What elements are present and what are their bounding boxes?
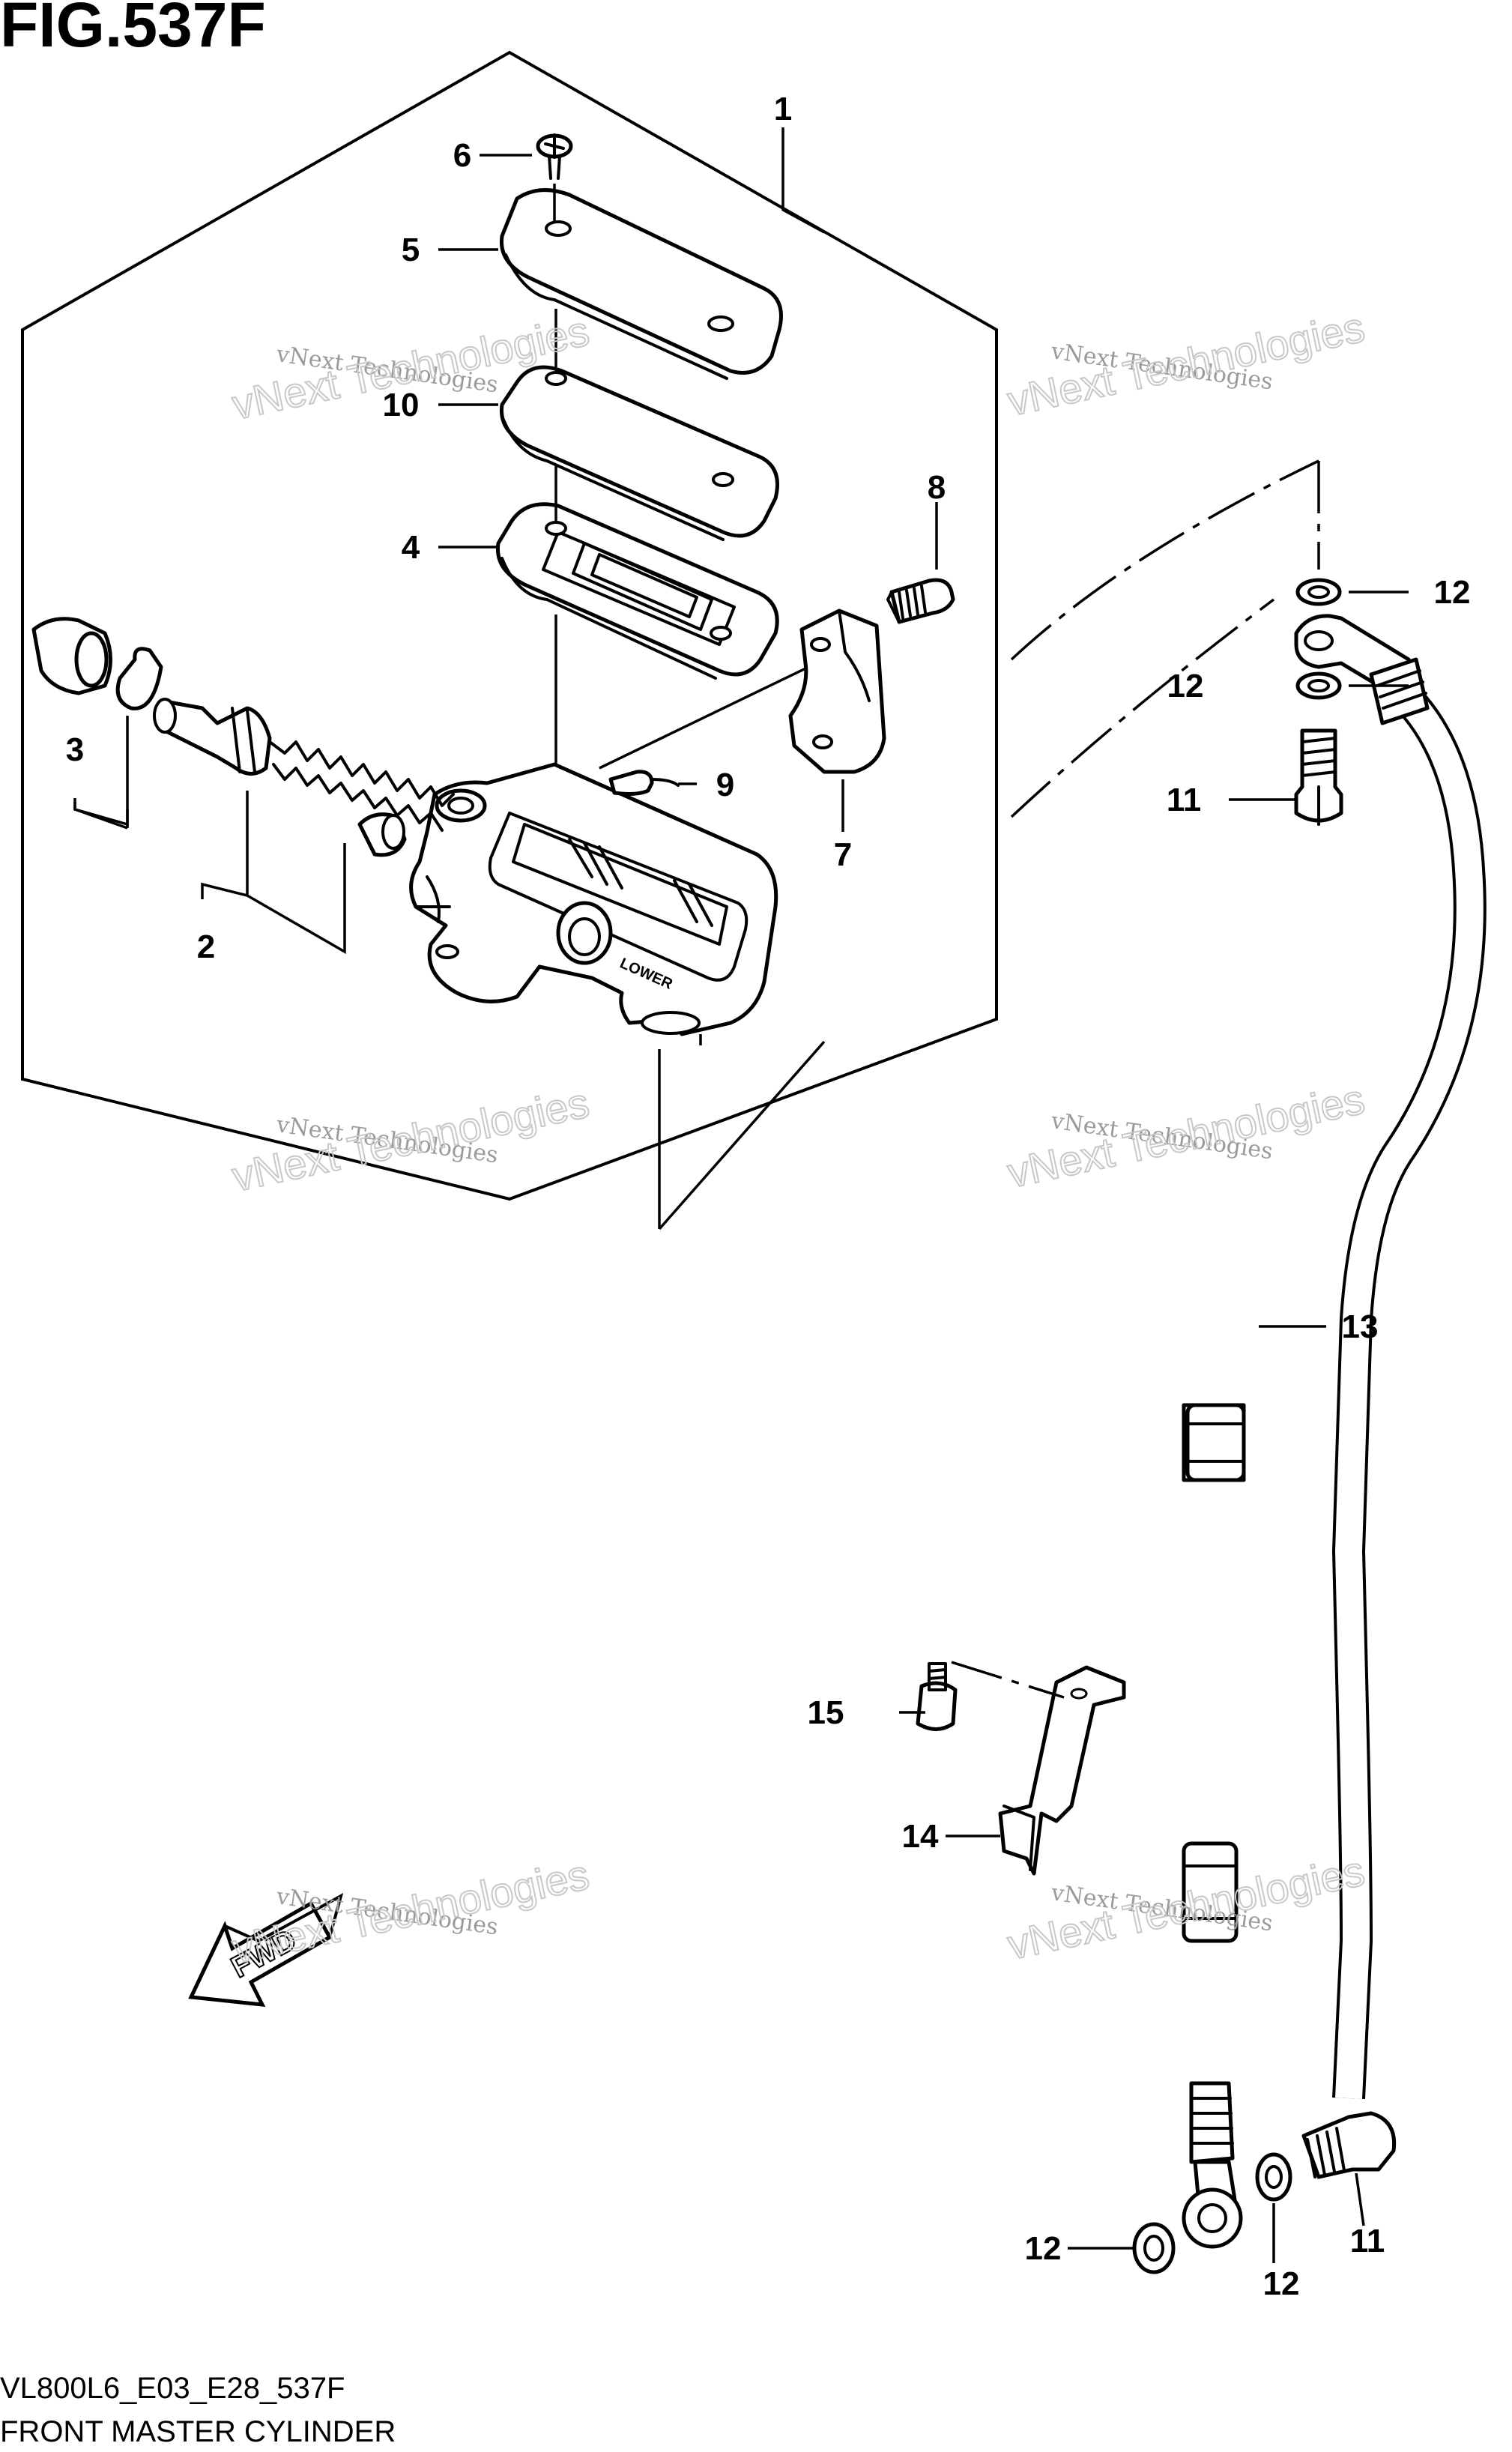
banjo-bolt-top bbox=[1294, 728, 1343, 826]
figure-title: FIG.537F bbox=[0, 0, 266, 60]
forward-direction-arrow: FWD bbox=[188, 1892, 344, 2007]
callout-12-top: 12 bbox=[1434, 574, 1471, 611]
bracket-bolt bbox=[916, 1662, 958, 1731]
cap-screw bbox=[536, 133, 573, 180]
spring bbox=[268, 740, 455, 857]
brake-hose bbox=[1182, 657, 1487, 2249]
leader-lines bbox=[438, 127, 1409, 2263]
svg-text:vNext Technologies: vNext Technologies bbox=[1003, 1075, 1368, 1196]
washer-top-1 bbox=[1295, 578, 1342, 606]
banjo-bolt-bottom bbox=[1301, 2111, 1397, 2179]
piston bbox=[153, 698, 272, 776]
hose-bracket bbox=[998, 1665, 1126, 1876]
brake-switch bbox=[608, 770, 680, 796]
callout-7: 7 bbox=[834, 836, 852, 873]
washer-bottom-right bbox=[1255, 2152, 1292, 2202]
callout-12-bottom-left: 12 bbox=[1025, 2230, 1062, 2267]
callout-11-top: 11 bbox=[1167, 782, 1202, 818]
reservoir-cap bbox=[499, 188, 783, 380]
svg-text:vNext Technologies: vNext Technologies bbox=[228, 1078, 593, 1200]
callout-12-bottom-right: 12 bbox=[1263, 2265, 1300, 2302]
handlebar-clamp bbox=[788, 609, 886, 774]
callout-6: 6 bbox=[453, 137, 471, 174]
callout-10: 10 bbox=[383, 387, 420, 423]
master-cylinder-body: LOWER bbox=[409, 762, 778, 1036]
callout-2: 2 bbox=[197, 928, 215, 965]
boot bbox=[31, 617, 112, 695]
watermark-mid-right: vNext Technologies vNext Technologies bbox=[1003, 1074, 1369, 1197]
callout-15: 15 bbox=[808, 1694, 844, 1731]
callout-11-bottom: 11 bbox=[1350, 2223, 1385, 2259]
callout-13: 13 bbox=[1342, 1308, 1379, 1345]
watermark-mid-left: vNext Technologies vNext Technologies bbox=[227, 1078, 593, 1201]
watermark-top-right: vNext Technologies vNext Technologies bbox=[1003, 302, 1369, 425]
callout-5: 5 bbox=[402, 232, 420, 268]
callout-3: 3 bbox=[66, 731, 84, 768]
washer-bottom-left bbox=[1132, 2222, 1176, 2274]
washer-top-2 bbox=[1295, 671, 1342, 700]
svg-text:vNext Technologies: vNext Technologies bbox=[228, 1850, 593, 1972]
callout-9: 9 bbox=[716, 767, 734, 803]
clamp-bolt bbox=[886, 578, 955, 624]
figure-caption: FRONT MASTER CYLINDER bbox=[0, 2415, 396, 2448]
model-code: VL800L6_E03_E28_537F bbox=[0, 2372, 345, 2405]
callout-8: 8 bbox=[928, 469, 946, 506]
assembly-outline bbox=[21, 50, 998, 1201]
watermark-bottom-left: vNext Technologies vNext Technologies bbox=[227, 1849, 593, 1972]
callout-1: 1 bbox=[774, 91, 792, 127]
reservoir-plate bbox=[499, 365, 779, 541]
circlip bbox=[115, 647, 163, 710]
callout-14: 14 bbox=[902, 1818, 939, 1855]
callout-12-mid: 12 bbox=[1167, 668, 1204, 704]
diaphragm bbox=[495, 502, 779, 680]
callout-4: 4 bbox=[402, 529, 420, 566]
